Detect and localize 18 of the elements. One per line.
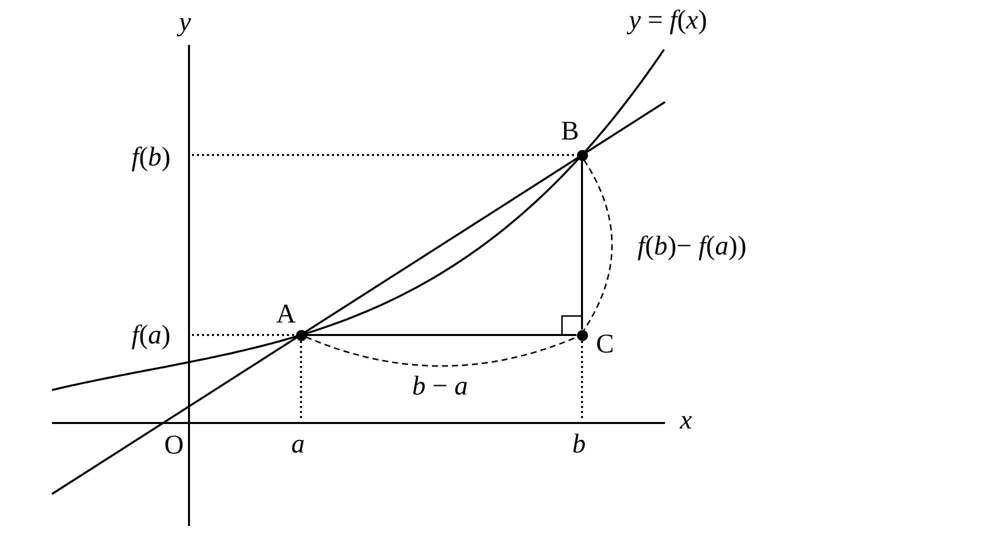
origin-label: O: [164, 432, 184, 458]
point-label: B: [561, 118, 579, 144]
curve-label: y = f(x): [628, 6, 708, 34]
point-marker: [576, 330, 588, 340]
point-marker: [296, 330, 306, 340]
segment-line: [306, 334, 576, 336]
value-label: f(a): [132, 322, 170, 348]
segment-line: [581, 160, 583, 330]
tick-label: b: [572, 430, 586, 458]
dimension-label: f(b)− f(a)): [638, 232, 746, 260]
tick-label: a: [291, 430, 305, 458]
point-marker: [576, 150, 588, 160]
value-label: f(b): [132, 144, 170, 170]
point-label: C: [596, 330, 614, 358]
point-label: A: [276, 300, 296, 328]
axis-label: x: [680, 406, 692, 434]
dimension-label: b − a: [412, 372, 468, 400]
axis-label: y: [179, 8, 191, 36]
